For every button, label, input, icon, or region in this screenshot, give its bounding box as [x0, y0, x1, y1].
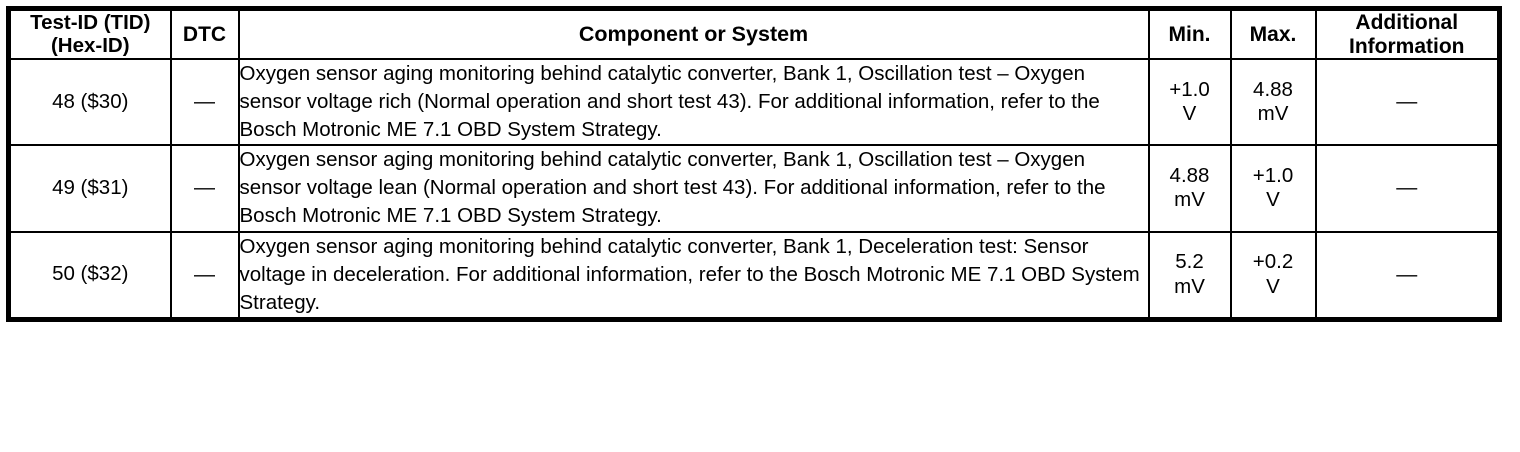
cell-max: +0.2 V — [1229, 230, 1317, 321]
column-header-min: Min. — [1147, 7, 1232, 61]
table-row: 48 ($30) — Oxygen sensor aging monitorin… — [7, 58, 1501, 147]
column-header-dtc-label: DTC — [182, 22, 227, 46]
cell-component: Oxygen sensor aging monitoring behind ca… — [237, 58, 1150, 147]
cell-additional-information: — — [1314, 230, 1501, 321]
cell-min-unit: mV — [1174, 188, 1205, 212]
column-header-test-id-line1: Test-ID (TID) — [30, 10, 151, 34]
cell-min-unit: mV — [1174, 274, 1205, 298]
cell-test-id: 48 ($30) — [7, 58, 172, 147]
cell-max-value: +1.0 — [1252, 164, 1294, 188]
column-header-max: Max. — [1229, 7, 1317, 61]
cell-min-value: 4.88 — [1169, 164, 1210, 188]
cell-min: +1.0 V — [1147, 58, 1232, 147]
table-header: Test-ID (TID) (Hex-ID) DTC Component or … — [7, 7, 1501, 61]
cell-max-value: 4.88 — [1253, 77, 1293, 101]
column-header-component-or-system: Component or System — [237, 7, 1150, 61]
column-header-dtc: DTC — [169, 7, 240, 61]
cell-component: Oxygen sensor aging monitoring behind ca… — [237, 144, 1150, 233]
cell-min-unit: V — [1182, 102, 1197, 126]
cell-test-id: 50 ($32) — [7, 230, 172, 321]
cell-max-unit: V — [1266, 188, 1280, 212]
cell-component: Oxygen sensor aging monitoring behind ca… — [237, 230, 1150, 321]
cell-min-value: 5.2 — [1175, 250, 1204, 274]
column-header-min-label: Min. — [1168, 22, 1211, 46]
cell-max-value: +0.2 — [1252, 250, 1294, 274]
column-header-additional-information: Additional Information — [1314, 7, 1501, 61]
column-header-component-label: Component or System — [578, 22, 809, 47]
cell-dtc: — — [169, 58, 240, 147]
cell-max: 4.88 mV — [1229, 58, 1317, 147]
table-body: 48 ($30) — Oxygen sensor aging monitorin… — [7, 58, 1501, 321]
cell-test-id: 49 ($31) — [7, 144, 172, 233]
column-header-additional-line2: Information — [1349, 34, 1465, 58]
cell-additional-information: — — [1314, 58, 1501, 147]
cell-min-value: +1.0 — [1169, 77, 1210, 101]
cell-dtc: — — [169, 144, 240, 233]
test-id-table: Test-ID (TID) (Hex-ID) DTC Component or … — [6, 6, 1502, 322]
column-header-test-id: Test-ID (TID) (Hex-ID) — [7, 7, 172, 61]
cell-additional-information: — — [1314, 144, 1501, 233]
cell-min: 4.88 mV — [1147, 144, 1232, 233]
cell-max-unit: mV — [1257, 102, 1289, 126]
column-header-max-label: Max. — [1249, 22, 1297, 46]
cell-max-unit: V — [1266, 274, 1280, 298]
table-row: 49 ($31) — Oxygen sensor aging monitorin… — [7, 144, 1501, 233]
cell-min: 5.2 mV — [1147, 230, 1232, 321]
column-header-test-id-line2: (Hex-ID) — [50, 33, 130, 57]
table-row: 50 ($32) — Oxygen sensor aging monitorin… — [7, 230, 1501, 321]
column-header-additional-line1: Additional — [1355, 11, 1459, 34]
cell-dtc: — — [169, 230, 240, 321]
cell-max: +1.0 V — [1229, 144, 1317, 233]
header-row: Test-ID (TID) (Hex-ID) DTC Component or … — [7, 7, 1501, 61]
